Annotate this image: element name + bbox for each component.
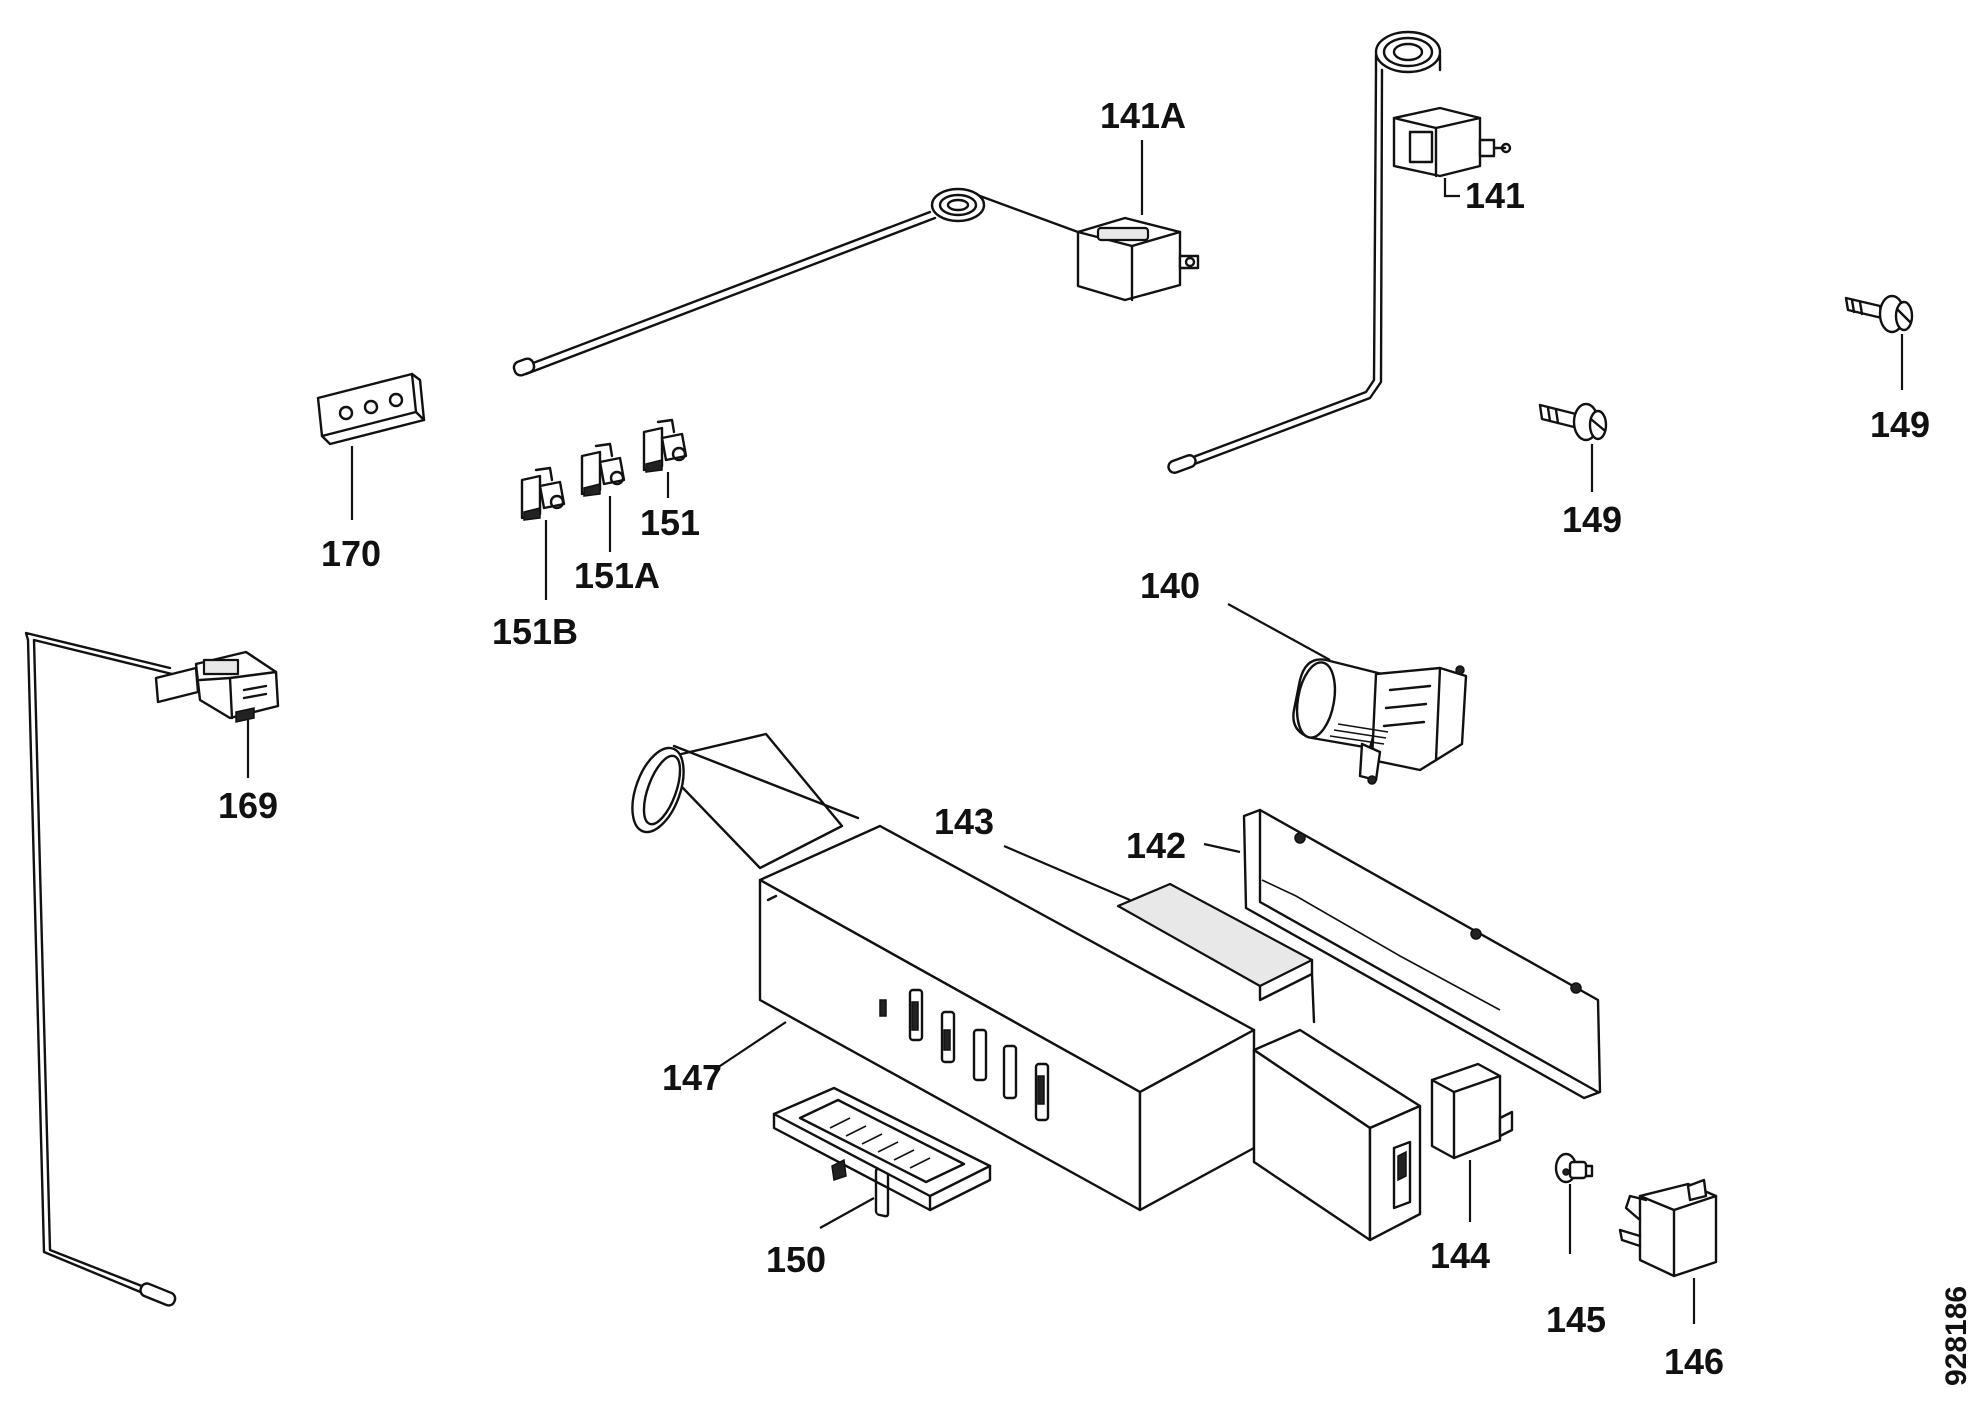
part-145-lamp — [1554, 1152, 1594, 1254]
part-151b-clip — [520, 466, 566, 600]
part-142-circuit-board — [1203, 808, 1602, 1100]
part-144-switch — [1430, 1062, 1514, 1222]
part-147-housing — [631, 732, 1422, 1242]
label-140: 140 — [1140, 565, 1200, 606]
label-149-upper: 149 — [1870, 404, 1930, 445]
part-146-door-switch — [1618, 1178, 1718, 1324]
part-141-thermostat — [1167, 30, 1512, 474]
label-151b: 151B — [492, 611, 578, 652]
label-169: 169 — [218, 785, 278, 826]
part-170-terminal-plate — [316, 372, 426, 520]
drawing-number: 928186 — [1940, 1286, 1973, 1386]
label-142: 142 — [1126, 825, 1186, 866]
label-141: 141 — [1465, 175, 1525, 216]
part-143-cover-plate — [1003, 844, 1316, 1024]
label-141a: 141A — [1100, 95, 1186, 136]
label-151: 151 — [640, 502, 700, 543]
part-149-screw-lower — [1538, 402, 1608, 492]
part-151-clip — [642, 418, 688, 498]
part-151a-clip — [580, 442, 626, 552]
label-150: 150 — [766, 1239, 826, 1280]
label-144: 144 — [1430, 1235, 1490, 1276]
part-169-thermostat — [24, 631, 280, 1307]
part-149-screw-upper — [1844, 294, 1914, 390]
label-149-lower: 149 — [1562, 499, 1622, 540]
label-145: 145 — [1546, 1299, 1606, 1340]
label-147: 147 — [662, 1057, 722, 1098]
part-150-tray — [772, 1086, 992, 1229]
label-151a: 151A — [574, 555, 660, 596]
part-141a-thermostat — [512, 140, 1200, 377]
label-143: 143 — [934, 801, 994, 842]
part-140-motor — [1227, 603, 1468, 785]
label-146: 146 — [1664, 1341, 1724, 1382]
label-170: 170 — [321, 533, 381, 574]
